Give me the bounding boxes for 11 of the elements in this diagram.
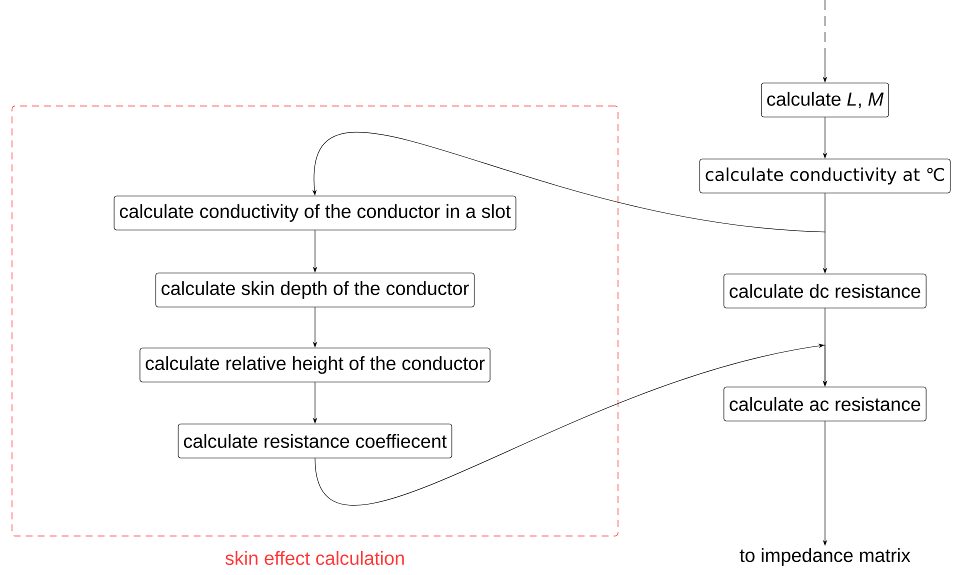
process-box: calculate dc resistance [724, 274, 926, 308]
process-box: calculate conductivity at ℃ [699, 158, 951, 194]
output-label: to impedance matrix [740, 548, 910, 566]
group-label: skin effect calculation [225, 551, 404, 565]
process-box: calculate skin depth of the conductor [156, 272, 475, 308]
process-box: calculate L, M [761, 82, 889, 118]
process-box: calculate conductivity of the conductor in a slot [114, 196, 516, 230]
process-box: calculate ac resistance [724, 386, 926, 422]
process-box: calculate resistance coeffiecent [178, 424, 452, 458]
process-box: calculate relative height of the conductor [140, 348, 490, 382]
curved-arrow [314, 344, 828, 506]
